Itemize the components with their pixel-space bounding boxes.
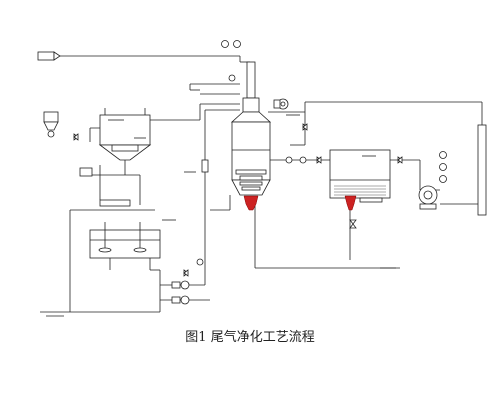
- slurry-pump-lower: [171, 295, 190, 305]
- gas-inlet-arrow: [37, 51, 61, 61]
- instrument-bubbles: [196, 40, 447, 266]
- tank-outlet-valve: [344, 195, 357, 211]
- feeder-motor: [79, 167, 93, 177]
- exhaust-blower: [418, 185, 438, 210]
- tag-labels: [46, 114, 396, 317]
- tower-outlet-valve: [243, 195, 259, 211]
- induced-draft-fan: [273, 98, 289, 110]
- filter-housing: [99, 199, 131, 207]
- figure-caption: 图1 尾气净化工艺流程: [185, 330, 315, 345]
- bag-filter: [98, 108, 152, 175]
- mixing-tank: [89, 222, 161, 259]
- slurry-pump-upper: [171, 280, 190, 290]
- exhaust-stack: [477, 124, 487, 216]
- flow-meter: [201, 159, 209, 173]
- spray-tower: [230, 61, 272, 196]
- absorption-tank: [329, 149, 391, 203]
- inline-valves: [73, 123, 403, 277]
- chemical-hopper: [43, 111, 59, 138]
- packing-bed: [334, 185, 386, 196]
